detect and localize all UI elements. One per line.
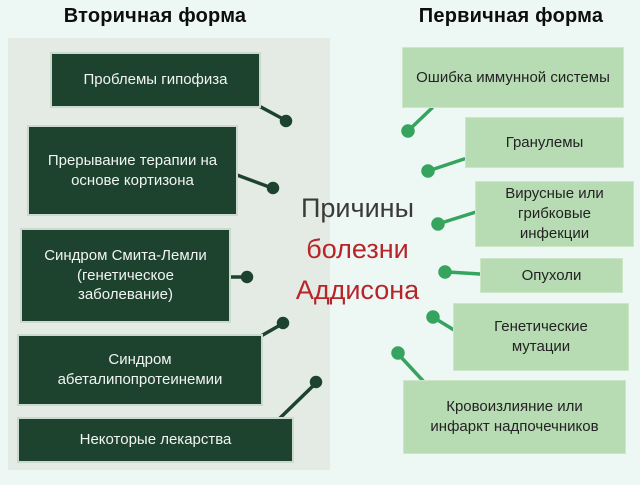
connector-line	[408, 106, 434, 131]
connector-line	[434, 317, 456, 332]
connector-line	[446, 270, 482, 276]
connector-dot	[421, 164, 435, 178]
connector-dot	[401, 124, 415, 138]
cause-box-abetalipoproteinemia-syndrome: Синдром абеталипопротеинемии	[17, 334, 263, 406]
diagram-title-line-2: болезни	[306, 234, 409, 264]
cause-box-viral-fungal-infections: Вирусные или грибковые инфекции	[475, 181, 634, 247]
secondary-form-heading: Вторичная форма	[63, 5, 247, 27]
cause-box-adrenal-hemorrhage-infarction: Кровоизлияние или инфаркт надпочечников	[403, 380, 626, 454]
cause-box-genetic-mutations: Генетические мутации	[453, 303, 629, 371]
cause-box-tumors: Опухоли	[480, 258, 623, 293]
cause-box-pituitary-problems: Проблемы гипофиза	[50, 52, 261, 108]
connector-dot	[391, 346, 405, 360]
diagram-title: Причины болезни Аддисона	[275, 188, 440, 311]
cause-box-smith-lemli-syndrome: Синдром Смита-Лемли (генетическое заболе…	[20, 228, 231, 323]
connector-line	[429, 157, 466, 172]
diagram-title-line-1: Причины	[301, 193, 414, 223]
primary-form-heading: Первичная форма	[418, 5, 604, 27]
connector-dot	[426, 310, 440, 324]
connector-dot	[438, 265, 452, 279]
cause-box-granulomas: Гранулемы	[465, 117, 624, 168]
cause-box-some-drugs: Некоторые лекарства	[17, 417, 294, 463]
cause-box-cortisone-therapy-interruption: Прерывание терапии на основе кортизона	[27, 125, 238, 216]
cause-box-immune-system-error: Ошибка иммунной системы	[402, 47, 624, 108]
connector-line	[439, 210, 478, 225]
connector-line	[398, 354, 427, 385]
diagram-title-line-3: Аддисона	[295, 275, 420, 305]
